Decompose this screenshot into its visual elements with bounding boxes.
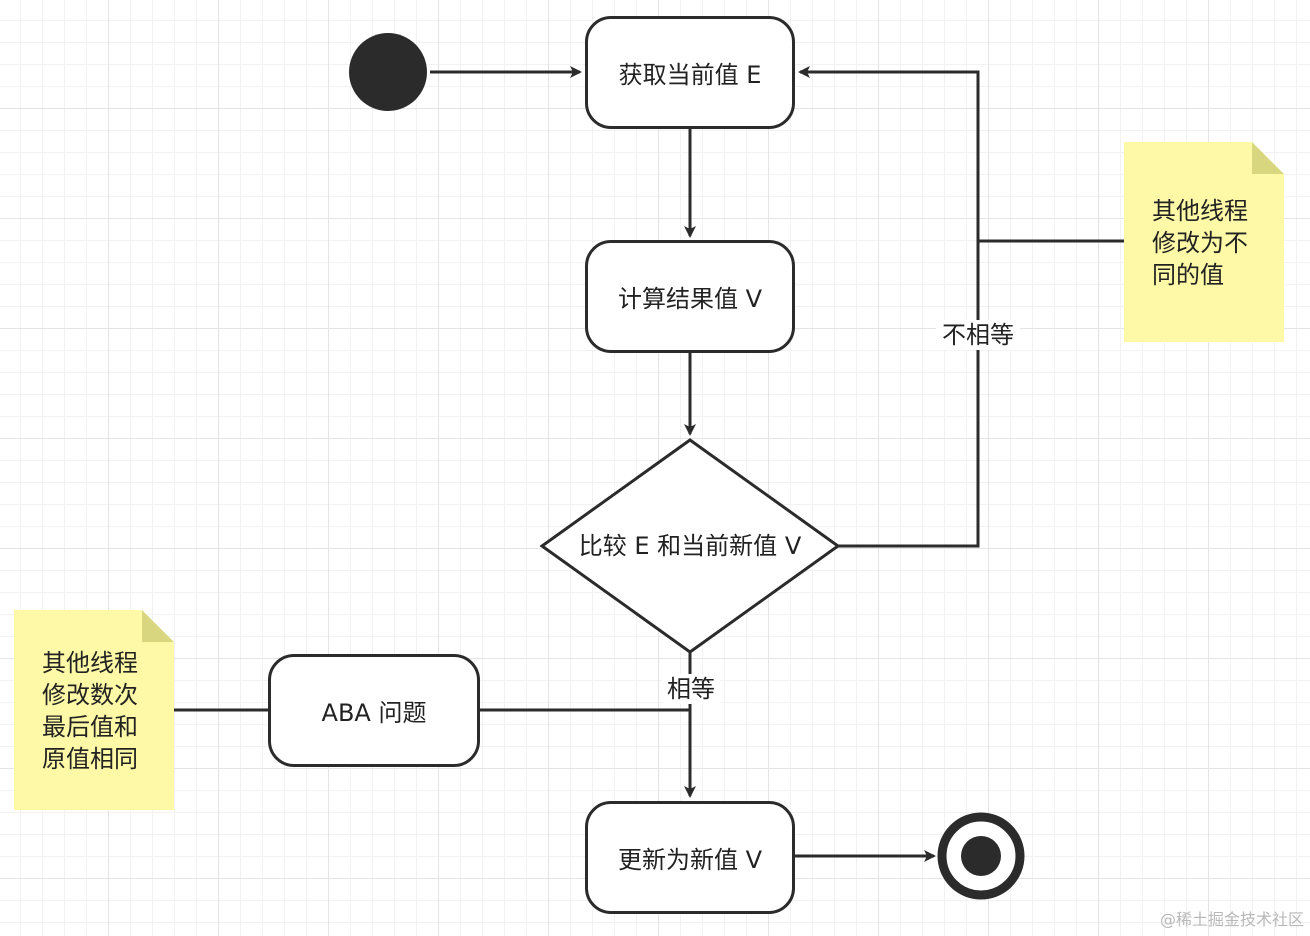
node-aba-problem: ABA 问题	[268, 654, 480, 767]
start-node	[349, 33, 427, 111]
edge-label-equal: 相等	[662, 674, 720, 704]
note-other-thread-changed: 其他线程 修改为不 同的值	[1124, 142, 1284, 342]
edge-not-equal-loop	[798, 66, 980, 548]
note-text: 其他线程 修改为不 同的值	[1152, 197, 1248, 289]
decision-label: 比较 E 和当前新值 V	[578, 532, 802, 560]
note-text: 其他线程 修改数次 最后值和 原值相同	[42, 649, 138, 773]
edge-label-not-equal: 不相等	[936, 320, 1020, 350]
watermark: @稀土掘金技术社区	[1159, 910, 1304, 929]
note-other-thread-restored: 其他线程 修改数次 最后值和 原值相同	[14, 610, 174, 810]
node-update-value: 更新为新值 V	[585, 801, 795, 914]
node-get-current-value: 获取当前值 E	[585, 16, 795, 129]
node-compute-result: 计算结果值 V	[585, 240, 795, 353]
end-node-dot	[961, 836, 1001, 876]
